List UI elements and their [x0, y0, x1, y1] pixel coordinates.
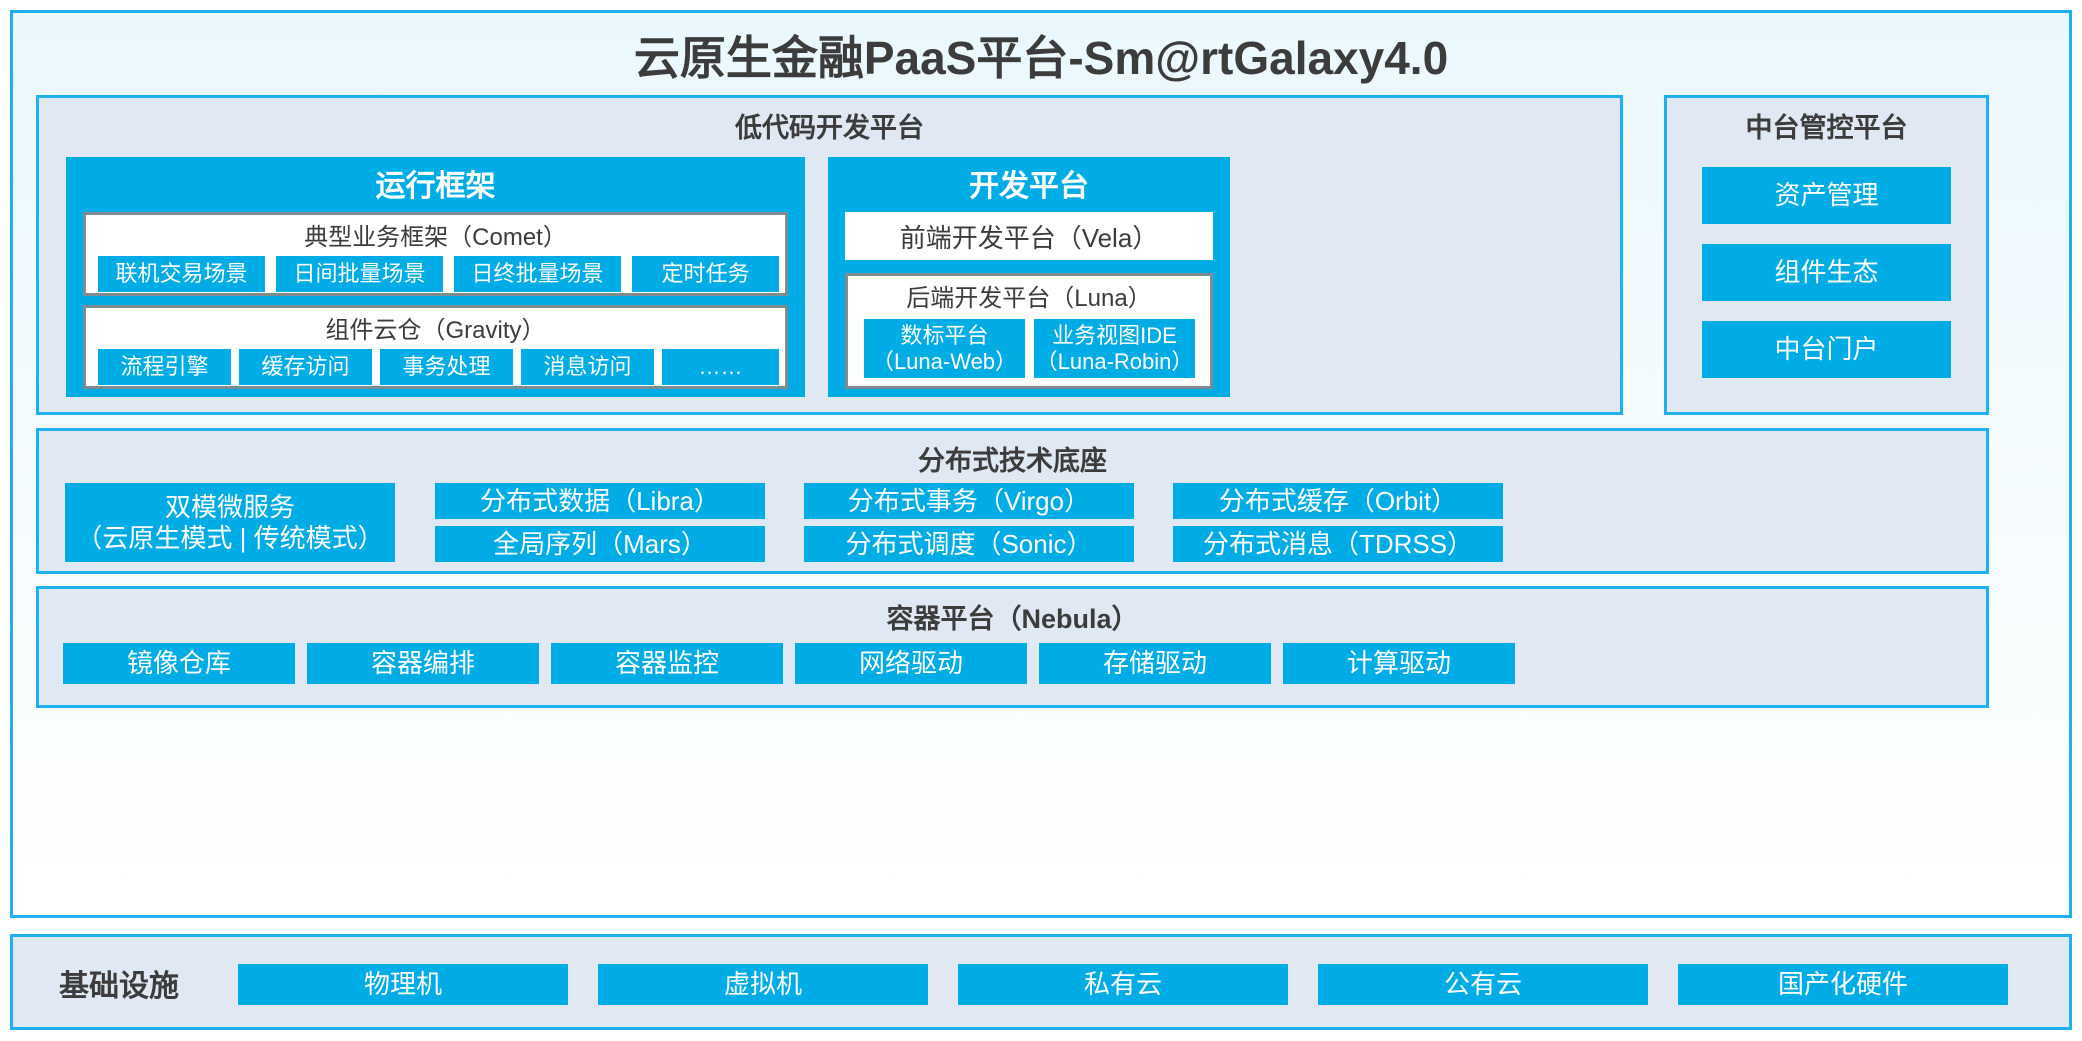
- mid-platform-panel: 中台管控平台 资产管理 组件生态 中台门户: [1664, 95, 1989, 415]
- comet-group: 典型业务框架（Comet） 联机交易场景 日间批量场景 日终批量场景 定时任务: [83, 212, 788, 296]
- chip-container-monitoring[interactable]: 容器监控: [551, 643, 783, 684]
- chip-more-ellipsis[interactable]: ……: [662, 349, 779, 385]
- chip-online-transaction-scene[interactable]: 联机交易场景: [98, 256, 265, 292]
- container-platform-panel: 容器平台（Nebula） 镜像仓库 容器编排 容器监控 网络驱动 存储驱动 计算…: [36, 586, 1989, 708]
- runtime-framework-module: 运行框架 典型业务框架（Comet） 联机交易场景 日间批量场景 日终批量场景 …: [66, 157, 805, 397]
- chip-message-access[interactable]: 消息访问: [521, 349, 654, 385]
- chip-mid-platform-portal[interactable]: 中台门户: [1702, 321, 1951, 378]
- chip-luna-robin[interactable]: 业务视图IDE （Luna-Robin）: [1034, 319, 1195, 378]
- luna-title: 后端开发平台（Luna）: [906, 285, 1152, 312]
- chip-dual-mode-microservice[interactable]: 双模微服务 （云原生模式 | 传统模式）: [65, 483, 395, 562]
- lowcode-platform-title: 低代码开发平台: [735, 113, 924, 143]
- chip-distributed-message-tdrss[interactable]: 分布式消息（TDRSS）: [1173, 526, 1503, 562]
- runtime-framework-title: 运行框架: [375, 170, 496, 203]
- dev-platform-module: 开发平台 前端开发平台（Vela） 后端开发平台（Luna） 数标平台 （Lun…: [828, 157, 1230, 397]
- chip-distributed-cache-orbit[interactable]: 分布式缓存（Orbit）: [1173, 483, 1503, 519]
- luna-group: 后端开发平台（Luna） 数标平台 （Luna-Web） 业务视图IDE （Lu…: [845, 273, 1213, 389]
- chip-component-ecosystem[interactable]: 组件生态: [1702, 244, 1951, 301]
- chip-container-orchestration[interactable]: 容器编排: [307, 643, 539, 684]
- container-platform-title: 容器平台（Nebula）: [886, 604, 1139, 634]
- chip-virtual-machine[interactable]: 虚拟机: [598, 964, 928, 1005]
- chip-transaction-processing[interactable]: 事务处理: [380, 349, 513, 385]
- chip-distributed-scheduling-sonic[interactable]: 分布式调度（Sonic）: [804, 526, 1134, 562]
- page-title: 云原生金融PaaS平台-Sm@rtGalaxy4.0: [633, 32, 1449, 84]
- chip-storage-driver[interactable]: 存储驱动: [1039, 643, 1271, 684]
- distributed-foundation-panel: 分布式技术底座 双模微服务 （云原生模式 | 传统模式） 分布式数据（Libra…: [36, 428, 1989, 574]
- mid-platform-title: 中台管控平台: [1745, 113, 1908, 143]
- main-frame: 云原生金融PaaS平台-Sm@rtGalaxy4.0 低代码开发平台 运行框架 …: [10, 10, 2072, 918]
- chip-public-cloud[interactable]: 公有云: [1318, 964, 1648, 1005]
- chip-physical-machine[interactable]: 物理机: [238, 964, 568, 1005]
- chip-eod-batch-scene[interactable]: 日终批量场景: [454, 256, 621, 292]
- lowcode-platform-panel: 低代码开发平台 运行框架 典型业务框架（Comet） 联机交易场景 日间批量场景…: [36, 95, 1623, 415]
- chip-distributed-transaction-virgo[interactable]: 分布式事务（Virgo）: [804, 483, 1134, 519]
- gravity-title: 组件云仓（Gravity）: [325, 317, 546, 344]
- chip-intraday-batch-scene[interactable]: 日间批量场景: [276, 256, 443, 292]
- distributed-foundation-title: 分布式技术底座: [918, 446, 1107, 476]
- chip-private-cloud[interactable]: 私有云: [958, 964, 1288, 1005]
- chip-luna-web[interactable]: 数标平台 （Luna-Web）: [864, 319, 1025, 378]
- chip-distributed-data-libra[interactable]: 分布式数据（Libra）: [435, 483, 765, 519]
- chip-domestic-hardware[interactable]: 国产化硬件: [1678, 964, 2008, 1005]
- chip-scheduled-task[interactable]: 定时任务: [632, 256, 779, 292]
- chip-network-driver[interactable]: 网络驱动: [795, 643, 1027, 684]
- chip-asset-management[interactable]: 资产管理: [1702, 167, 1951, 224]
- chip-cache-access[interactable]: 缓存访问: [239, 349, 372, 385]
- infrastructure-bar: 基础设施 物理机 虚拟机 私有云 公有云 国产化硬件: [10, 934, 2072, 1030]
- infrastructure-label: 基础设施: [59, 970, 179, 1003]
- dev-platform-title: 开发平台: [969, 170, 1089, 203]
- chip-process-engine[interactable]: 流程引擎: [98, 349, 231, 385]
- vela-frontend-platform[interactable]: 前端开发平台（Vela）: [845, 212, 1213, 260]
- gravity-group: 组件云仓（Gravity） 流程引擎 缓存访问 事务处理 消息访问 ……: [83, 305, 788, 389]
- chip-image-repository[interactable]: 镜像仓库: [63, 643, 295, 684]
- chip-compute-driver[interactable]: 计算驱动: [1283, 643, 1515, 684]
- comet-title: 典型业务框架（Comet）: [304, 224, 567, 251]
- chip-global-sequence-mars[interactable]: 全局序列（Mars）: [435, 526, 765, 562]
